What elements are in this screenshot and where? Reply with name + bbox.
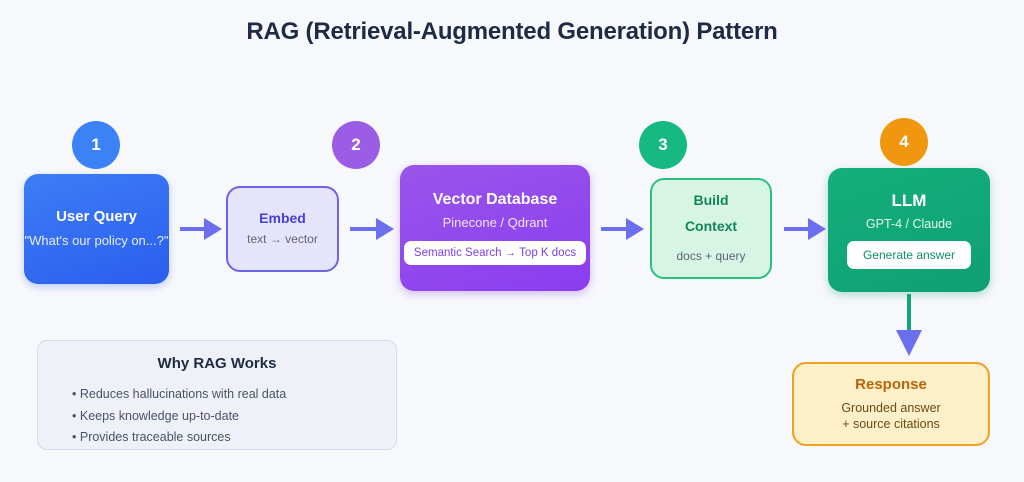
node-embed-subtitle: text → vector [247,232,318,247]
node-build-context[interactable]: Build Context docs + query [650,178,772,279]
step-badge-3: 3 [639,121,687,169]
node-vector-database-title: Vector Database [432,190,558,208]
node-vector-database-subtitle: Pinecone / Qdrant [442,215,548,231]
node-llm-subtitle: GPT-4 / Claude [865,216,953,231]
step-badge-1: 1 [72,121,120,169]
step-badge-4: 4 [880,118,928,166]
arrow-shaft [350,227,377,231]
node-response[interactable]: Response Grounded answer + source citati… [792,362,990,446]
info-panel-list: Reduces hallucinations with real data Ke… [58,384,376,449]
step-badge-3-label: 3 [658,135,668,154]
info-panel-title: Why RAG Works [157,355,277,372]
arrow-shaft [601,227,627,231]
arrow-shaft [180,227,205,231]
node-response-subtitle-line2: + source citations [842,416,940,431]
arrow-head [808,218,826,240]
arrow-user-query-to-embed [180,218,222,240]
arrow-vector-db-to-build-context [601,218,644,240]
node-llm-title: LLM [891,190,927,210]
node-user-query[interactable]: User Query "What's our policy on...?" [24,174,169,284]
arrow-shaft [784,227,809,231]
arrow-head [896,330,922,356]
node-build-context-title-line1: Build [693,192,729,209]
node-vector-database[interactable]: Vector Database Pinecone / Qdrant Semant… [400,165,590,291]
info-panel-item: Provides traceable sources [72,427,376,449]
node-build-context-title-line2: Context [684,217,738,234]
node-response-subtitle-line1: Grounded answer [841,400,941,415]
info-panel-item: Reduces hallucinations with real data [72,384,376,406]
info-panel-why-rag-works: Why RAG Works Reduces hallucinations wit… [37,340,397,450]
node-build-context-subtitle: docs + query [676,249,746,264]
arrow-build-context-to-llm [784,218,826,240]
node-llm[interactable]: LLM GPT-4 / Claude Generate answer [828,168,990,292]
arrow-head [204,218,222,240]
node-embed-title: Embed [259,209,306,226]
node-embed[interactable]: Embed text → vector [226,186,339,272]
arrow-head [626,218,644,240]
node-user-query-title: User Query [56,208,137,226]
step-badge-2: 2 [332,121,380,169]
page-title: RAG (Retrieval-Augmented Generation) Pat… [246,18,778,45]
node-response-title: Response [855,375,927,393]
arrow-head [376,218,394,240]
step-badge-1-label: 1 [91,135,101,154]
step-badge-4-label: 4 [899,132,909,151]
node-llm-pill-generate-answer[interactable]: Generate answer [846,241,972,270]
arrow-shaft [907,294,911,331]
arrow-embed-to-vector-db [350,218,394,240]
info-panel-item: Keeps knowledge up-to-date [72,406,376,428]
arrow-llm-to-response [896,294,922,356]
node-user-query-subtitle: "What's our policy on...?" [24,232,169,248]
node-vector-database-pill[interactable]: Semantic Search → Top K docs [403,241,587,266]
step-badge-2-label: 2 [351,135,361,154]
